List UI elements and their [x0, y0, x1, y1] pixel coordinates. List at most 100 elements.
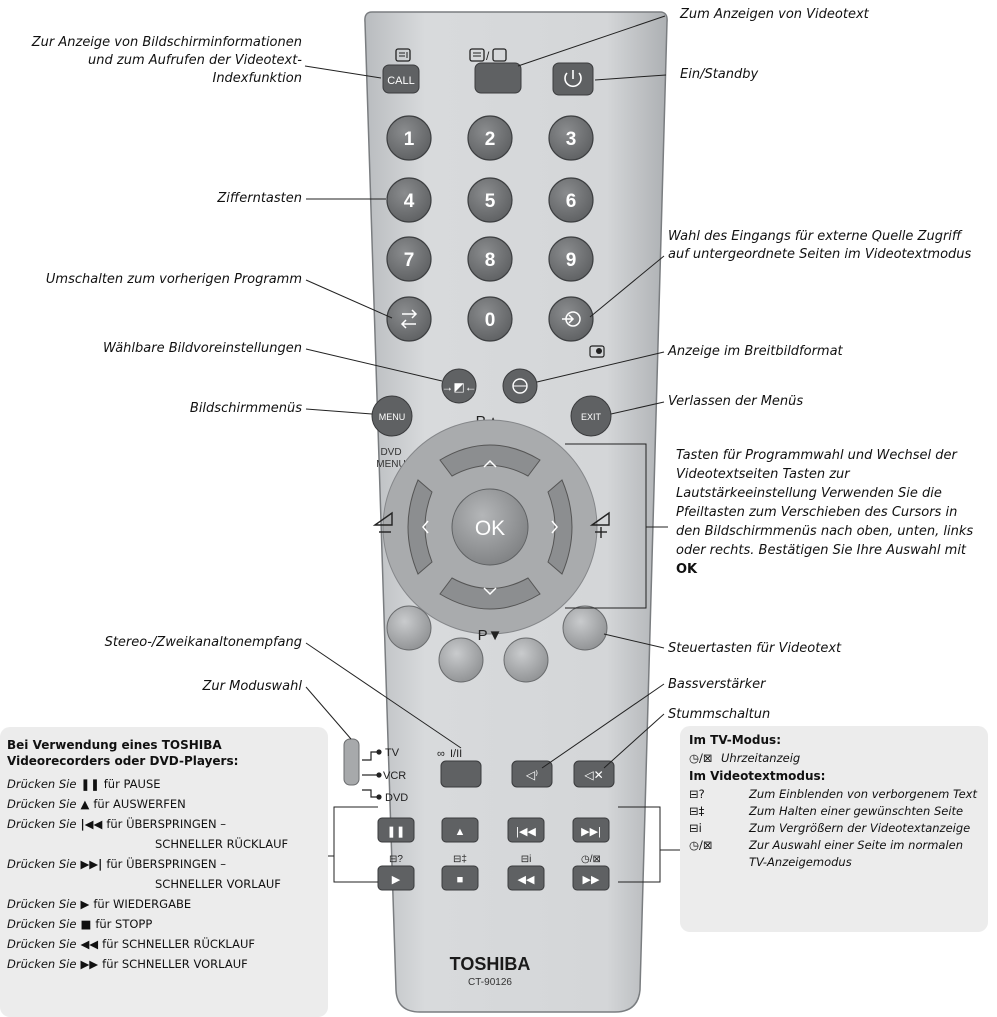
- fast-forward-button[interactable]: ▶▶: [572, 865, 610, 891]
- call-button-label: CALL: [387, 75, 415, 87]
- digit-button[interactable]: 5: [467, 177, 513, 223]
- teletext-icon: /: [469, 48, 507, 63]
- row-text: Zum Einblenden von verborgenem Text: [749, 787, 978, 801]
- digit-button[interactable]: 7: [386, 236, 432, 282]
- widescreen-icon: [512, 378, 528, 394]
- ok-button-label: OK: [475, 517, 505, 540]
- row-action: für AUSWERFEN: [93, 797, 186, 811]
- digit-label: 1: [404, 129, 415, 150]
- digit-button[interactable]: 8: [467, 236, 513, 282]
- skip-back-icon: |◀◀: [516, 826, 536, 838]
- digit-button[interactable]: 6: [548, 177, 594, 223]
- row-action: für PAUSE: [103, 777, 161, 791]
- teletext-button[interactable]: [474, 62, 522, 94]
- vcr-dvd-row: Drücken Sie❚❚für PAUSE: [7, 774, 325, 794]
- widescreen-button[interactable]: [502, 368, 538, 404]
- teletext-function-icon: ⊟i: [521, 854, 532, 865]
- digit-button[interactable]: 0: [467, 296, 513, 342]
- exit-button[interactable]: EXIT: [570, 395, 612, 437]
- pause-icon: ❚❚: [387, 826, 405, 838]
- vcr-dvd-heading: Bei Verwendung eines TOSHIBA Videorecord…: [7, 738, 239, 768]
- row-symbol-icon: ▶▶|: [80, 857, 103, 871]
- row-symbol-icon: ▶: [80, 897, 90, 911]
- digit-label: 7: [404, 250, 415, 271]
- rewind-button[interactable]: ◀◀: [507, 865, 545, 891]
- row-symbol-icon: ❚❚: [80, 777, 100, 791]
- digit-label: 5: [485, 191, 496, 212]
- row-text: Zum Vergrößern der Videotextanzeige: [749, 821, 971, 835]
- row-prefix: Drücken Sie: [7, 917, 77, 931]
- return-icon: [400, 309, 418, 329]
- vcr-dvd-row: SCHNELLER RÜCKLAUF: [7, 834, 325, 854]
- input-button[interactable]: [548, 296, 594, 342]
- row-symbol-icon: ▶▶: [80, 957, 99, 971]
- mute-icon: ◁✕: [584, 768, 603, 782]
- stop-button[interactable]: ■: [441, 865, 479, 891]
- ok-button[interactable]: OK: [451, 488, 529, 566]
- vcr-dvd-row: Drücken Sie▶▶|für ÜBERSPRINGEN –: [7, 854, 325, 874]
- return-button[interactable]: [386, 296, 432, 342]
- row-action: für ÜBERSPRINGEN –: [106, 817, 227, 831]
- picture-preset-icon: →◩←: [441, 380, 476, 394]
- digit-label: 4: [404, 191, 415, 212]
- menu-button[interactable]: MENU: [371, 395, 413, 437]
- teletext-function-icon: ⊟?: [389, 854, 403, 865]
- vcr-dvd-row: Drücken Sie▶▶für SCHNELLER VORLAUF: [7, 954, 325, 974]
- call-button[interactable]: CALL: [382, 64, 420, 94]
- model-number: CT-90126: [468, 977, 512, 988]
- skip-back-button[interactable]: |◀◀: [507, 817, 545, 843]
- info-row: ◷/⊠Uhrzeitanzeig: [689, 750, 981, 767]
- callout-info-call: Zur Anzeige von Bildschirminformationen …: [31, 35, 302, 86]
- row-prefix: Drücken Sie: [7, 817, 77, 831]
- teletext-control-button[interactable]: [438, 637, 484, 683]
- play-button[interactable]: ▶: [377, 865, 415, 891]
- callout-input-select: Wahl des Eingangs für externe Quelle Zug…: [668, 229, 972, 262]
- digit-label: 8: [485, 250, 496, 271]
- row-symbol-icon: ▲: [80, 797, 90, 811]
- row-prefix: Drücken Sie: [7, 897, 77, 911]
- vcr-label: VCR: [383, 770, 406, 782]
- mode-switch[interactable]: [343, 738, 360, 786]
- dvd-label: DVD: [385, 792, 408, 804]
- row-action: SCHNELLER RÜCKLAUF: [155, 837, 289, 851]
- play-icon: ▶: [392, 874, 401, 886]
- volume-up-icon: [589, 511, 610, 538]
- vcr-dvd-row: Drücken Sie◀◀für SCHNELLER RÜCKLAUF: [7, 934, 325, 954]
- row-action: für ÜBERSPRINGEN –: [106, 857, 227, 871]
- digit-button[interactable]: 3: [548, 115, 594, 161]
- teletext-control-button[interactable]: [562, 605, 608, 651]
- vcr-dvd-row: SCHNELLER VORLAUF: [7, 874, 325, 894]
- digit-button[interactable]: 1: [386, 115, 432, 161]
- row-symbol-icon: ⊟?: [689, 787, 705, 801]
- teletext-control-button[interactable]: [503, 637, 549, 683]
- pause-button[interactable]: ❚❚: [377, 817, 415, 843]
- digit-button[interactable]: 9: [548, 236, 594, 282]
- stop-icon: ■: [457, 874, 464, 886]
- digit-label: 0: [485, 310, 496, 331]
- callout-digits: Zifferntasten: [217, 191, 302, 206]
- picture-preset-button[interactable]: →◩←: [441, 368, 477, 404]
- eject-button[interactable]: ▲: [441, 817, 479, 843]
- row-prefix: Drücken Sie: [7, 797, 77, 811]
- row-text: Zur Auswahl einer Seite im normalen TV-A…: [749, 838, 964, 869]
- mode-switch-lines: [362, 749, 382, 800]
- row-symbol-icon: ◀◀: [80, 937, 99, 951]
- stereo-button[interactable]: [440, 760, 482, 788]
- stereo-label-group: ∞I/II: [437, 748, 462, 760]
- info-icon: [395, 48, 411, 62]
- callout-exit-menus: Verlassen der Menüs: [668, 394, 804, 409]
- digit-label: 6: [566, 191, 577, 212]
- row-symbol-icon: ◷/⊠: [689, 751, 713, 765]
- teletext-control-button[interactable]: [386, 605, 432, 651]
- row-symbol-icon: ◷/⊠: [689, 838, 713, 852]
- skip-forward-button[interactable]: ▶▶|: [572, 817, 610, 843]
- callout-standby: Ein/Standby: [680, 67, 759, 82]
- callout-videotext: Zum Anzeigen von Videotext: [680, 7, 869, 22]
- digit-label: 9: [566, 250, 577, 271]
- digit-button[interactable]: 2: [467, 115, 513, 161]
- row-prefix: Drücken Sie: [7, 777, 77, 791]
- power-button[interactable]: [552, 62, 594, 96]
- callout-bass: Bassverstärker: [668, 677, 766, 692]
- vcr-dvd-row: Drücken Sie▲für AUSWERFEN: [7, 794, 325, 814]
- digit-button[interactable]: 4: [386, 177, 432, 223]
